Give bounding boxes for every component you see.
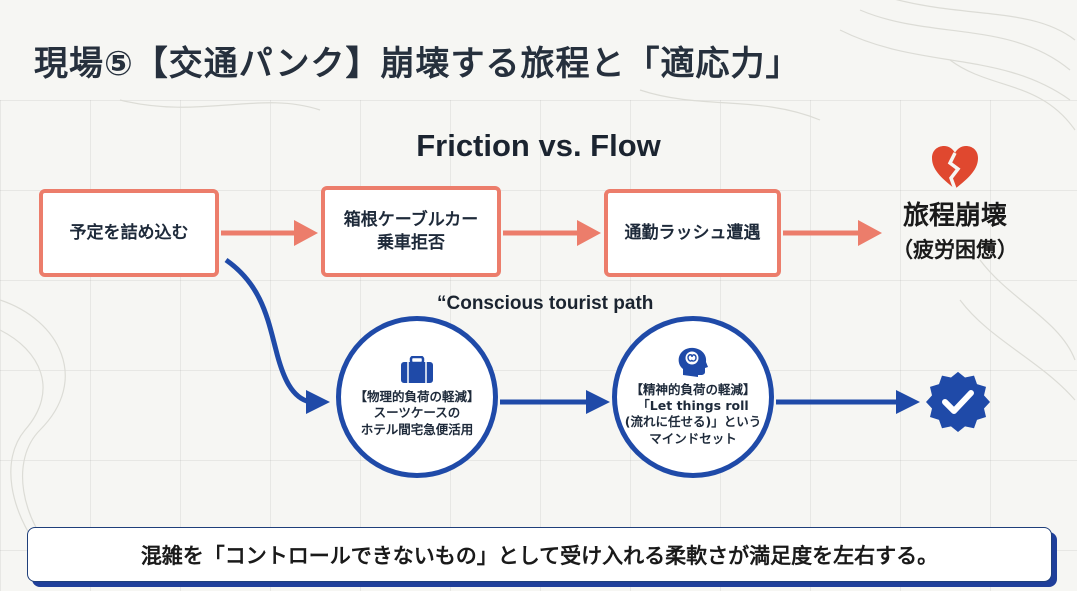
- friction-arrowhead-2: [577, 220, 601, 246]
- friction-step-2: 箱根ケーブルカー 乗車拒否: [321, 186, 501, 277]
- friction-result: 旅程崩壊 （疲労困憊）: [880, 145, 1030, 264]
- friction-step-3-label: 通勤ラッシュ遭遇: [624, 222, 761, 243]
- flow-step-1: 【物理的負荷の軽減】 スーツケースの ホテル間宅急便活用: [336, 316, 498, 478]
- conclusion-text: 混雑を「コントロールできないもの」として受け入れる柔軟さが満足度を左右する。: [140, 543, 939, 568]
- flow-step-2-heading: 【精神的負荷の軽減】: [630, 382, 756, 398]
- friction-step-1: 予定を詰め込む: [39, 189, 219, 277]
- friction-arrowhead-1: [294, 220, 318, 246]
- friction-step-3: 通勤ラッシュ遭遇: [604, 189, 781, 277]
- flow-arrowhead-3: [896, 390, 920, 414]
- friction-step-1-label: 予定を詰め込む: [69, 222, 189, 243]
- conclusion-banner: 混雑を「コントロールできないもの」として受け入れる柔軟さが満足度を左右する。: [27, 527, 1052, 582]
- suitcase-icon: [401, 356, 433, 384]
- flow-step-2: 【精神的負荷の軽減】 「Let things roll (流れに任せる)」という…: [612, 316, 774, 478]
- flow-step-2-body: 「Let things roll (流れに任せる)」という マインドセット: [624, 398, 762, 446]
- flow-branch-curve: [224, 257, 311, 405]
- friction-step-2-label: 箱根ケーブルカー 乗車拒否: [343, 210, 479, 253]
- friction-result-sublabel: （疲労困憊）: [892, 238, 1018, 262]
- flow-arrowhead-2: [586, 390, 610, 414]
- brain-head-icon: [678, 347, 708, 378]
- page-title: 現場⑤【交通パンク】崩壊する旅程と「適応力」: [34, 44, 801, 84]
- friction-arrowhead-3: [858, 220, 882, 246]
- flow-step-1-heading: 【物理的負荷の軽減】: [354, 389, 480, 405]
- check-badge-icon: [926, 371, 990, 433]
- flow-step-1-body: スーツケースの ホテル間宅急便活用: [360, 405, 474, 437]
- grid-background: [0, 100, 1077, 591]
- flow-path-label: “Conscious tourist path: [437, 293, 654, 314]
- broken-heart-icon: [932, 146, 978, 190]
- flow-arrowhead-1: [306, 390, 330, 414]
- friction-result-label: 旅程崩壊: [902, 201, 1007, 231]
- diagram-subtitle: Friction vs. Flow: [416, 128, 661, 163]
